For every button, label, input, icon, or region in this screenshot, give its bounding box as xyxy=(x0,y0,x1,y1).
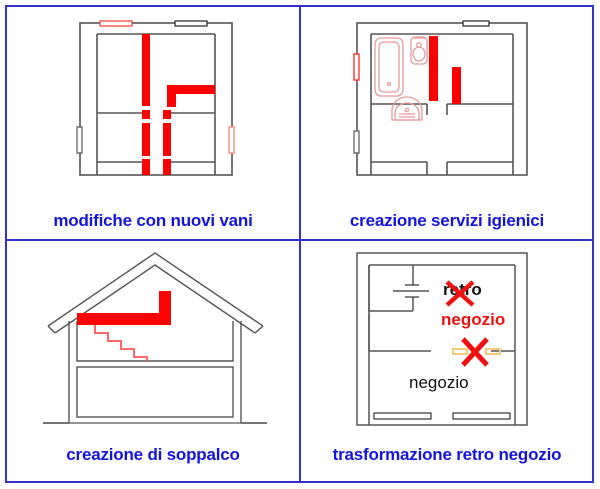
porta-rimossa xyxy=(452,348,501,355)
grid-divider-vertical xyxy=(299,5,301,483)
floor-plan-retro-negozio: retro negozio negozio xyxy=(356,252,528,426)
caption-soppalco: creazione di soppalco xyxy=(66,445,240,464)
label-negozio-nuovo: negozio xyxy=(441,310,505,329)
floor-plan-modifiche xyxy=(76,20,235,176)
label-negozio-esistente: negozio xyxy=(409,373,469,392)
caption-retro-negozio: trasformazione retro negozio xyxy=(332,445,562,464)
section-soppalco xyxy=(43,252,267,424)
finestra-nuova-sinistra-alto xyxy=(353,53,360,81)
nuovi-tramezzi-rossi xyxy=(142,34,215,175)
scala xyxy=(94,325,148,361)
panel-modifiche-con-nuovi-vani: modifiche con nuovi vani xyxy=(7,7,299,239)
vasca-da-bagno xyxy=(374,37,404,97)
porta-retro xyxy=(393,284,429,298)
grid-divider-horizontal xyxy=(5,239,594,241)
nuovi-tramezzi-rossi xyxy=(429,36,461,104)
finestra-esistente-alto xyxy=(462,20,490,27)
caption-servizi-igienici: creazione servizi igienici xyxy=(349,211,545,230)
x-marker-porta xyxy=(461,337,489,367)
panel-trasformazione-retro-negozio: retro negozio negozio trasformazione ret… xyxy=(301,241,593,473)
panel-creazione-servizi-igienici: creazione servizi igienici xyxy=(301,7,593,239)
soppalco-rosso xyxy=(77,291,171,325)
vetrine-negozio xyxy=(373,412,511,420)
sanitari-bagno xyxy=(374,36,428,121)
finestra-esistente-alto-destra xyxy=(174,20,208,27)
caption-modifiche: modifiche con nuovi vani xyxy=(53,211,253,230)
lavabo xyxy=(391,96,423,121)
floor-plan-servizi-igienici xyxy=(353,20,528,176)
wc xyxy=(410,36,428,65)
x-marker-retro xyxy=(445,280,475,307)
finestra-nuova-alto-sinistra xyxy=(99,20,133,27)
finestra-nuova-destra xyxy=(228,126,235,154)
finestra-esistente-sinistra xyxy=(76,126,83,154)
panel-creazione-di-soppalco: creazione di soppalco xyxy=(7,241,299,473)
finestra-esistente-sinistra-basso xyxy=(353,130,360,154)
